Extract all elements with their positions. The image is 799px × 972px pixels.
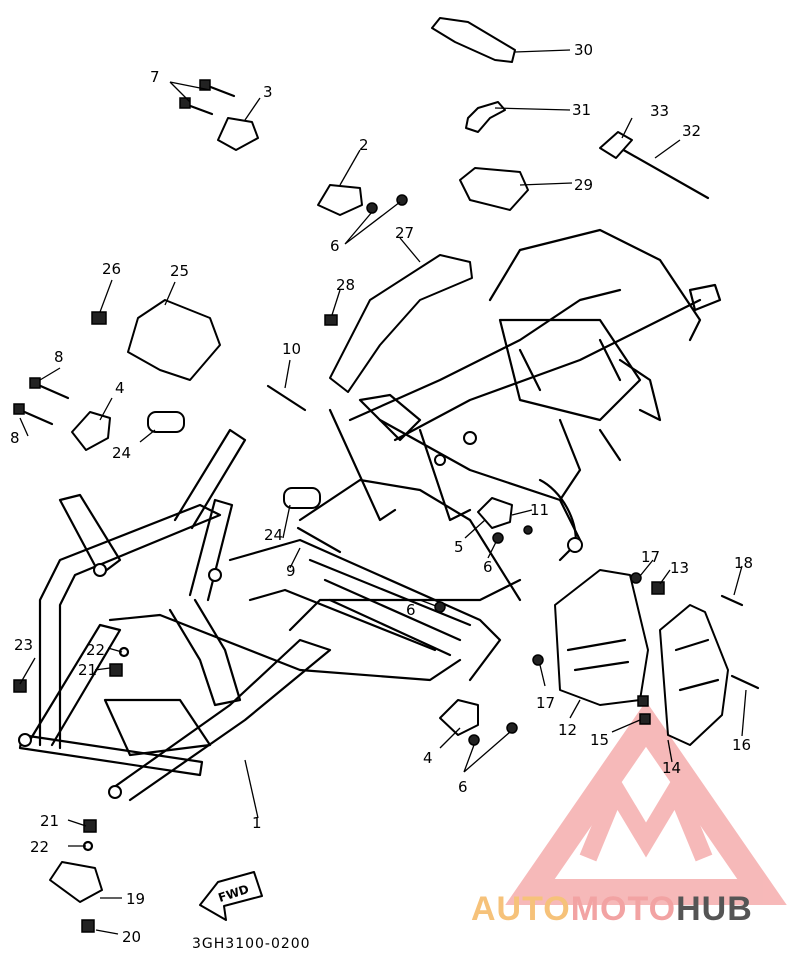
callout-21: 21 [40, 812, 59, 830]
part-14-cover-icon [659, 604, 729, 746]
callout-6: 6 [483, 558, 493, 576]
part-8-bolt-icon [18, 382, 70, 426]
callout-10: 10 [282, 340, 301, 358]
part-11-bolt-icon [523, 525, 533, 535]
callout-33: 33 [650, 102, 669, 120]
callout-4: 4 [423, 749, 433, 767]
watermark-brand: AUTOMOTOHUB [471, 890, 753, 929]
callout-28: 28 [336, 276, 355, 294]
callout-29: 29 [574, 176, 593, 194]
part-32-rod-icon [618, 146, 710, 200]
callout-20: 20 [122, 928, 141, 946]
callout-26: 26 [102, 260, 121, 278]
part-23-bolt-icon [13, 679, 27, 693]
callout-6: 6 [330, 237, 340, 255]
part-15-clip-icon [637, 695, 649, 707]
part-6-nut-icon [492, 532, 504, 544]
callout-2: 2 [359, 136, 369, 154]
part-8-bolt-head-icon [29, 377, 41, 389]
brand-part-hub: HUB [676, 890, 753, 928]
part-25-mount-bracket-icon [127, 299, 221, 381]
callout-12: 12 [558, 721, 577, 739]
part-24-mount-icon [283, 487, 321, 509]
callout-6: 6 [458, 778, 468, 796]
callout-25: 25 [170, 262, 189, 280]
callout-24: 24 [112, 444, 131, 462]
part-4-plate-icon [71, 411, 111, 451]
part-10-bolt-icon [266, 384, 307, 412]
part-27-fender-bracket-icon [329, 254, 473, 393]
callout-32: 32 [682, 122, 701, 140]
callout-18: 18 [734, 554, 753, 572]
part-3-bracket-icon [217, 117, 259, 151]
part-29-pad-icon [459, 167, 529, 211]
part-19-mount-icon [49, 861, 103, 903]
callout-4: 4 [115, 379, 125, 397]
fwd-arrow-icon: FWD [199, 871, 263, 921]
callout-19: 19 [126, 890, 145, 908]
callout-7: 7 [150, 68, 160, 86]
brand-part-auto: AUTO [471, 890, 571, 928]
part-17-bolt-icon [630, 572, 642, 584]
callout-11: 11 [530, 501, 549, 519]
part-15-clip-icon [639, 713, 651, 725]
part-26-bolt-icon [91, 311, 107, 325]
callout-3: 3 [263, 83, 273, 101]
part-7-bolt-head-icon [179, 97, 191, 109]
part-8-bolt-head-icon [13, 403, 25, 415]
part-30-seat-strap-icon [431, 17, 516, 63]
callout-21: 21 [78, 661, 97, 679]
part-33-grip-icon [599, 131, 633, 159]
callout-22: 22 [30, 838, 49, 856]
part-13-clip-icon [651, 581, 665, 595]
part-6-nut-icon [366, 202, 378, 214]
part-7-bolt-head-icon [199, 79, 211, 91]
part-31-bracket-icon [465, 101, 506, 133]
callout-17: 17 [641, 548, 660, 566]
part-12-battery-box-icon [554, 569, 649, 706]
callout-24: 24 [264, 526, 283, 544]
part-6-nut-icon [434, 601, 446, 613]
part-9-bolt-icon [296, 526, 342, 554]
watermark-logo-icon [505, 701, 787, 905]
part-16-bolt-icon [730, 674, 760, 690]
part-2-bracket-icon [317, 184, 363, 216]
part-28-bolt-icon [324, 314, 338, 326]
part-24-mount-icon [147, 411, 185, 433]
callout-30: 30 [574, 41, 593, 59]
callout-16: 16 [732, 736, 751, 754]
callout-8: 8 [10, 429, 20, 447]
callout-17: 17 [536, 694, 555, 712]
part-20-bolt-icon [81, 919, 95, 933]
callout-8: 8 [54, 348, 64, 366]
callouts: 1 2 3 4 4 5 6 6 6 6 7 8 8 9 10 11 12 13 … [10, 41, 753, 946]
drawing-code: 3GH3100-0200 [192, 936, 311, 952]
part-17-bolt-icon [532, 654, 544, 666]
callout-14: 14 [662, 759, 681, 777]
callout-1: 1 [252, 814, 262, 832]
callout-13: 13 [670, 559, 689, 577]
callout-9: 9 [286, 562, 296, 580]
callout-5: 5 [454, 538, 464, 556]
brand-part-moto: MOTO [570, 890, 677, 928]
callout-27: 27 [395, 224, 414, 242]
callout-15: 15 [590, 731, 609, 749]
callout-22: 22 [86, 641, 105, 659]
part-6-nut-icon [506, 722, 518, 734]
part-5-plate-icon [477, 497, 513, 529]
callout-23: 23 [14, 636, 33, 654]
main-frame [18, 228, 722, 802]
part-21-nut-icon [109, 663, 123, 677]
part-18-bolt-icon [720, 594, 744, 607]
callout-31: 31 [572, 101, 591, 119]
part-6-nut-icon [468, 734, 480, 746]
leader-lines [19, 49, 747, 935]
callout-6: 6 [406, 601, 416, 619]
